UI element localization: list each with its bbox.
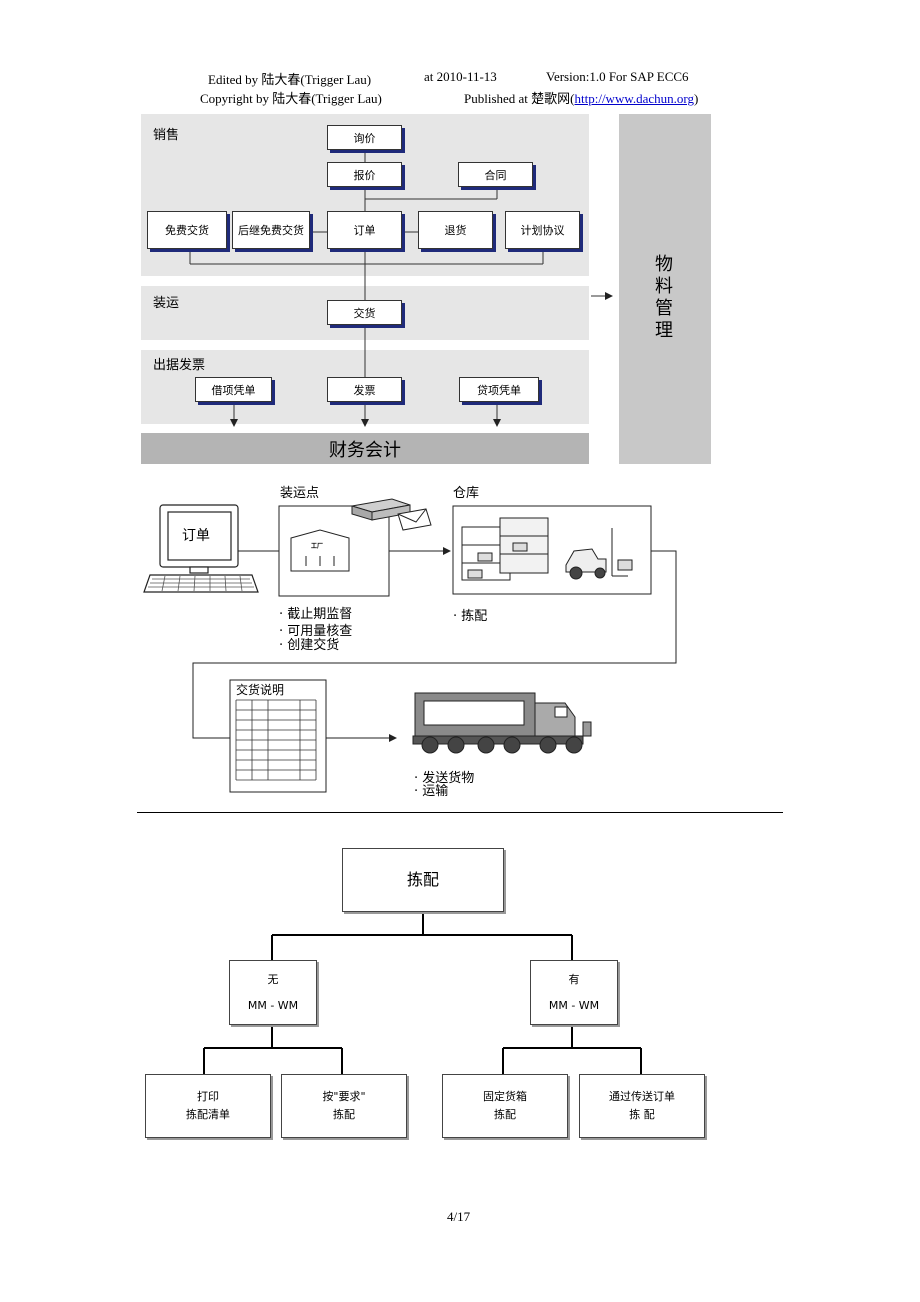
- truck-bullet-1: · 发送货物: [414, 771, 475, 786]
- leaf-line-1: 按"要求": [322, 1090, 366, 1103]
- contract-box: 合同: [458, 162, 533, 187]
- bullet-text: 创建交货: [287, 638, 340, 653]
- subsequent-free-delivery-box: 后继免费交货: [232, 211, 310, 249]
- invoice-box: 发票: [327, 377, 402, 402]
- leaf-line-2: 拣配: [494, 1108, 516, 1121]
- truck-icon: [412, 692, 592, 754]
- delivery-note-document: [229, 679, 327, 793]
- warehouse-title: 仓库: [453, 486, 480, 501]
- header-copyright: Copyright by 陆大春(Trigger Lau): [200, 91, 382, 106]
- with-mm-wm-label: MM - WM: [548, 998, 600, 1012]
- shipping-point-bullet-1: · 截止期监督: [279, 607, 353, 622]
- leaf-line-2: 拣 配: [629, 1108, 655, 1121]
- materials-management-char-2: 料: [655, 276, 673, 297]
- header-edited: Edited by 陆大春(Trigger Lau): [208, 72, 372, 87]
- website-link[interactable]: http://www.dachun.org: [574, 91, 695, 106]
- delivery-box: 交货: [327, 300, 402, 325]
- factory-label: 工厂: [311, 543, 324, 550]
- section-billing-label: 出据发票: [153, 358, 206, 373]
- shipping-point-bullet-2: · 可用量核查: [279, 624, 353, 639]
- header-version: Version:1.0 For SAP ECC6: [546, 69, 689, 84]
- scheduling-agreement-box: 计划协议: [505, 211, 580, 249]
- published-suffix: ): [694, 91, 699, 106]
- header-published: Published at 楚歌网(http://www.dachun.org): [464, 88, 698, 107]
- returns-box: 退货: [418, 211, 493, 249]
- forklift-icon: [565, 528, 633, 580]
- bullet-text: 截止期监督: [287, 607, 353, 622]
- leaf-line-1: 固定货箱: [483, 1090, 527, 1103]
- leaf-line-1: 打印: [197, 1090, 219, 1103]
- bullet-text: 发送货物: [422, 771, 475, 786]
- truck-bullet-2: · 运输: [414, 784, 449, 799]
- leaf-line-2: 拣配清单: [186, 1108, 230, 1121]
- bullet-text: 可用量核查: [287, 624, 353, 639]
- published-prefix: Published at 楚歌网(: [464, 91, 575, 106]
- order-box: 订单: [327, 211, 402, 249]
- warehouse-bullet-1: · 拣配: [453, 609, 488, 624]
- debit-memo-box: 借项凭单: [195, 377, 272, 402]
- shelves-icon: [461, 517, 549, 581]
- quotation-box: 报价: [327, 162, 402, 187]
- picking-root-label: 拣配: [406, 870, 439, 889]
- without-label: 无: [267, 972, 279, 986]
- financial-accounting-bar: 财务会计: [141, 433, 589, 464]
- materials-management-panel: [619, 114, 711, 464]
- shipping-point-title: 装运点: [280, 486, 320, 501]
- shipping-process-graphics: [143, 498, 677, 793]
- free-delivery-box: 免费交货: [147, 211, 227, 249]
- envelope-icon: [397, 508, 432, 531]
- picking-tree-connectors: [203, 912, 642, 1074]
- computer-icon: [143, 504, 259, 593]
- with-label: 有: [568, 972, 580, 986]
- package-icon: [351, 498, 411, 521]
- shipping-point-bullet-3: · 创建交货: [279, 638, 340, 653]
- fixed-bin-picking-box: 固定货箱 拣配: [442, 1074, 568, 1138]
- with-mm-wm-box: 有 MM - WM: [530, 960, 618, 1025]
- section-sales-label: 销售: [153, 128, 180, 143]
- pricing-box: 询价: [327, 125, 402, 150]
- credit-memo-box: 贷项凭单: [459, 377, 539, 402]
- materials-management-char-4: 理: [655, 320, 673, 341]
- without-mm-wm-box: 无 MM - WM: [229, 960, 317, 1025]
- print-picking-list-box: 打印 拣配清单: [145, 1074, 271, 1138]
- page-number: 4/17: [447, 1209, 471, 1224]
- leaf-line-2: 拣配: [333, 1108, 355, 1121]
- header-date: at 2010-11-13: [424, 69, 497, 84]
- bullet-text: 运输: [422, 784, 449, 799]
- section-shipping-label: 装运: [153, 296, 180, 311]
- without-mm-wm-label: MM - WM: [247, 998, 299, 1012]
- leaf-line-1: 通过传送订单: [609, 1090, 675, 1103]
- computer-order-label: 订单: [182, 528, 210, 544]
- materials-management-char-3: 管: [655, 298, 673, 319]
- on-request-picking-box: 按"要求" 拣配: [281, 1074, 407, 1138]
- transfer-order-picking-box: 通过传送订单 拣 配: [579, 1074, 705, 1138]
- bullet-text: 拣配: [461, 609, 488, 624]
- delivery-note-title: 交货说明: [236, 683, 285, 697]
- sales-flow-connectors: [189, 150, 613, 427]
- section-divider: [137, 812, 783, 813]
- factory-icon: [290, 529, 350, 572]
- materials-management-char-1: 物: [655, 254, 673, 275]
- picking-root-box: 拣配: [342, 848, 504, 912]
